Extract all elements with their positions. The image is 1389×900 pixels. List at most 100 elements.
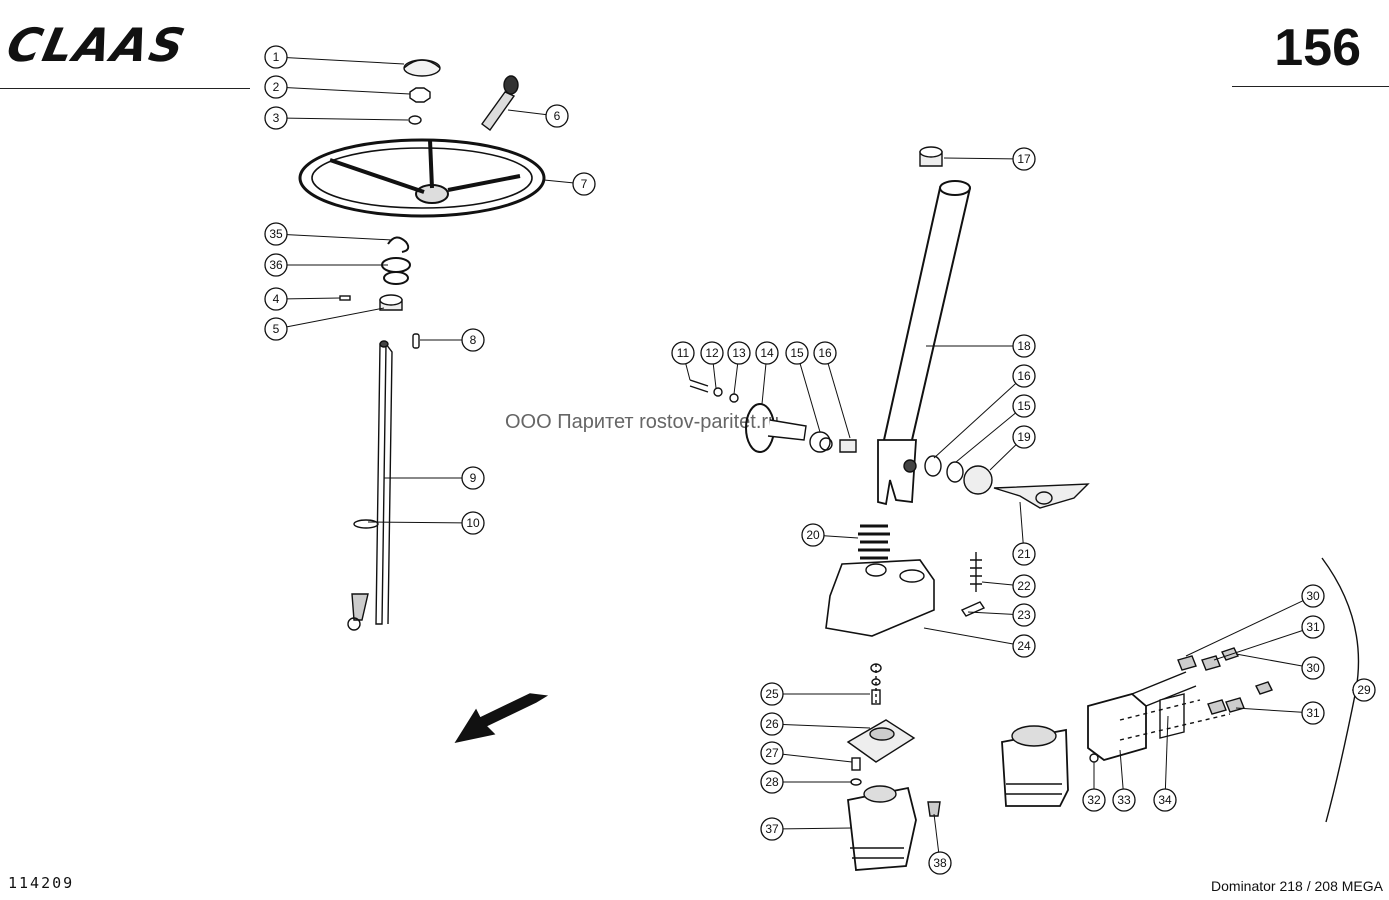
callout-label: 10 — [466, 516, 480, 530]
callout-circle — [1012, 364, 1036, 388]
callout-circle — [1012, 334, 1036, 358]
callout-c4: 4 — [264, 287, 288, 311]
callout-c31b: 31 — [1301, 701, 1325, 725]
callout-c31a: 31 — [1301, 615, 1325, 639]
small-o-ring — [1089, 753, 1099, 763]
callout-c26: 26 — [760, 712, 784, 736]
callout-c36: 36 — [264, 253, 288, 277]
spacer-rings — [809, 431, 993, 495]
callout-c23: 23 — [1012, 603, 1036, 627]
leader-line-c16a — [827, 363, 851, 439]
callout-circle — [1012, 603, 1036, 627]
callout-label: 34 — [1158, 793, 1172, 807]
callout-c12: 12 — [700, 341, 724, 365]
callout-label: 3 — [273, 111, 280, 125]
callout-circle — [572, 172, 596, 196]
callout-c15a: 15 — [785, 341, 809, 365]
callout-circle — [671, 341, 695, 365]
leader-lines — [286, 57, 1353, 853]
callout-label: 25 — [765, 687, 779, 701]
callout-label: 30 — [1306, 589, 1320, 603]
small-screw-part — [850, 757, 862, 786]
lever-knob-part — [481, 75, 519, 131]
callout-c30b: 30 — [1301, 656, 1325, 680]
callout-c21: 21 — [1012, 542, 1036, 566]
leader-line-c11 — [685, 363, 691, 381]
callout-label: 20 — [806, 528, 820, 542]
callout-label: 22 — [1017, 579, 1031, 593]
callout-label: 16 — [1017, 369, 1031, 383]
watermark-text: ООО Паритет rostov-paritet.ru — [505, 411, 780, 433]
callout-c29: 29 — [1352, 678, 1376, 702]
callout-c13: 13 — [727, 341, 751, 365]
callout-circle — [700, 341, 724, 365]
callout-c5: 5 — [264, 317, 288, 341]
leader-line-c35 — [286, 234, 393, 241]
callout-circle — [264, 75, 288, 99]
callout-circle — [461, 511, 485, 535]
callout-c28: 28 — [760, 770, 784, 794]
leader-line-c19 — [989, 444, 1017, 471]
callout-label: 18 — [1017, 339, 1031, 353]
callout-c24: 24 — [1012, 634, 1036, 658]
callout-label: 32 — [1087, 793, 1101, 807]
washer-part — [408, 115, 422, 125]
callout-circle — [760, 712, 784, 736]
leader-line-c23 — [967, 611, 1014, 615]
callout-label: 37 — [765, 822, 779, 836]
model-name: Dominator 218 / 208 MEGA — [1211, 878, 1383, 894]
leader-line-c14 — [761, 363, 767, 405]
tension-spring — [970, 552, 982, 592]
mounting-plate — [846, 719, 916, 763]
leader-line-c6 — [507, 109, 547, 116]
callout-c27: 27 — [760, 741, 784, 765]
callout-c17: 17 — [1012, 147, 1036, 171]
leader-line-c37 — [782, 827, 853, 830]
callout-circle — [727, 341, 751, 365]
callout-label: 21 — [1017, 547, 1031, 561]
callout-circle — [1012, 634, 1036, 658]
callout-label: 27 — [765, 746, 779, 760]
hub-part — [379, 294, 403, 311]
callout-label: 35 — [269, 227, 283, 241]
callout-circle — [1012, 574, 1036, 598]
valve-block — [1087, 671, 1197, 761]
leader-line-c5 — [286, 307, 385, 328]
callout-c19: 19 — [1012, 425, 1036, 449]
pin-part — [339, 295, 351, 301]
flange-bolt-part — [745, 403, 807, 453]
page-number: 156 — [1274, 19, 1361, 77]
callout-label: 15 — [790, 346, 804, 360]
leader-line-c4 — [286, 297, 341, 300]
bracket-part — [960, 601, 986, 617]
callout-label: 33 — [1117, 793, 1131, 807]
bolt-stack-part — [870, 663, 882, 705]
callout-circle — [813, 341, 837, 365]
leader-line-c31a — [1213, 630, 1303, 661]
callout-circle — [801, 523, 825, 547]
compression-spring — [858, 524, 890, 560]
callout-circle — [760, 817, 784, 841]
leader-line-c26 — [782, 723, 871, 729]
bushing-part — [919, 146, 943, 167]
callout-label: 12 — [705, 346, 719, 360]
leader-line-c12 — [712, 363, 717, 389]
leader-line-c16b — [933, 383, 1017, 459]
leader-line-c30a — [1185, 600, 1304, 657]
callout-circle — [785, 341, 809, 365]
callout-circle — [928, 851, 952, 875]
callout-circle — [264, 45, 288, 69]
leader-line-c15b — [955, 412, 1016, 463]
callout-c22: 22 — [1012, 574, 1036, 598]
callout-c18: 18 — [1012, 334, 1036, 358]
callout-circle — [264, 222, 288, 246]
callout-label: 9 — [470, 471, 477, 485]
callout-circle — [1301, 701, 1325, 725]
callout-label: 11 — [677, 346, 690, 360]
callout-label: 26 — [765, 717, 779, 731]
callout-circle — [1082, 788, 1106, 812]
leader-line-c21 — [1019, 501, 1024, 544]
callout-label: 29 — [1357, 683, 1371, 697]
